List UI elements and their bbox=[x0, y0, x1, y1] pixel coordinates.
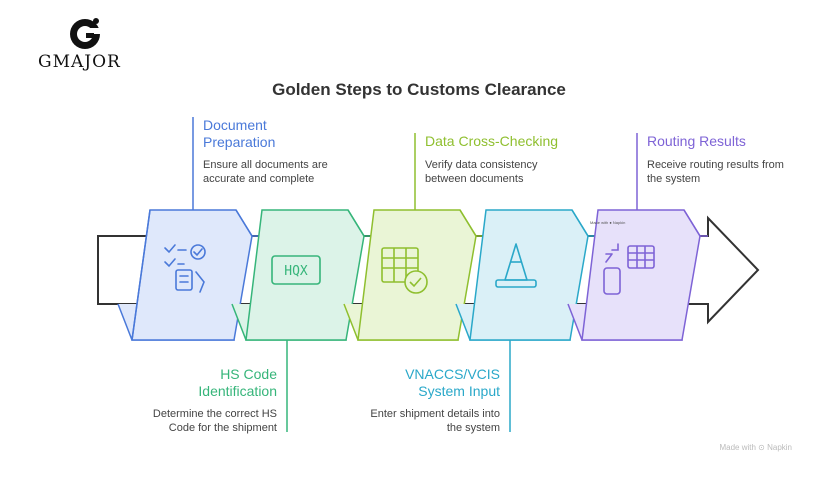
step-4-desc-line1: Enter shipment details into bbox=[370, 408, 500, 420]
panel-stamp: Made with ● Napkin bbox=[590, 220, 626, 225]
step-4-desc: Enter shipment details into the system bbox=[350, 407, 500, 435]
checklist-icon bbox=[164, 244, 206, 293]
step-5-desc: Receive routing results from the system bbox=[647, 158, 784, 186]
step-panel-2 bbox=[231, 209, 372, 341]
step-5-desc-line1: Receive routing results from bbox=[647, 159, 784, 171]
step-3-desc: Verify data consistency between document… bbox=[425, 158, 538, 186]
step-4-title-line1: VNACCS/VCIS bbox=[405, 366, 500, 382]
g-logo-icon bbox=[70, 18, 101, 49]
step-4-title-line2: System Input bbox=[418, 383, 500, 399]
step-panel-4 bbox=[455, 209, 596, 341]
hqx-code-icon: HQX bbox=[271, 255, 321, 285]
phone-table-icon bbox=[603, 243, 655, 295]
step-5-title-line1: Routing Results bbox=[647, 133, 746, 149]
step-2-title-line2: Identification bbox=[198, 383, 277, 399]
table-check-icon bbox=[381, 247, 428, 294]
step-3-desc-line1: Verify data consistency bbox=[425, 159, 538, 171]
diagram-title: Golden Steps to Customs Clearance bbox=[272, 80, 566, 99]
step-5-desc-line2: the system bbox=[647, 173, 701, 185]
step-2-desc: Determine the correct HS Code for the sh… bbox=[130, 407, 277, 435]
cone-icon bbox=[495, 243, 537, 288]
step-2-desc-line1: Determine the correct HS bbox=[152, 408, 277, 420]
step-2-desc-line2: Code for the shipment bbox=[168, 422, 277, 434]
step-1-desc: Ensure all documents are accurate and co… bbox=[203, 158, 328, 186]
step-3-title-line1: Data Cross-Checking bbox=[425, 133, 559, 149]
brand-logo bbox=[38, 14, 133, 74]
brand-name: GMAJOR bbox=[38, 52, 121, 72]
napkin-footer[interactable]: Made with ⊙ Napkin bbox=[719, 443, 792, 452]
step-1-title-line2: Preparation bbox=[203, 134, 276, 150]
step-4-title: VNACCS/VCIS System Input bbox=[360, 366, 500, 400]
hqx-text: HQX bbox=[284, 264, 308, 279]
step-5-title: Routing Results bbox=[647, 133, 746, 150]
step-3-title: Data Cross-Checking bbox=[425, 133, 558, 150]
step-panel-5 bbox=[567, 209, 708, 341]
step-1-desc-line2: accurate and complete bbox=[203, 173, 315, 185]
step-1-title: Document Preparation bbox=[203, 117, 275, 151]
step-2-title-line1: HS Code bbox=[220, 366, 277, 382]
step-2-title: HS Code Identification bbox=[150, 366, 277, 400]
step-1-desc-line1: Ensure all documents are bbox=[203, 159, 328, 171]
step-4-desc-line2: the system bbox=[446, 422, 500, 434]
step-1-title-line1: Document bbox=[203, 117, 267, 133]
step-3-desc-line2: between documents bbox=[425, 173, 524, 185]
